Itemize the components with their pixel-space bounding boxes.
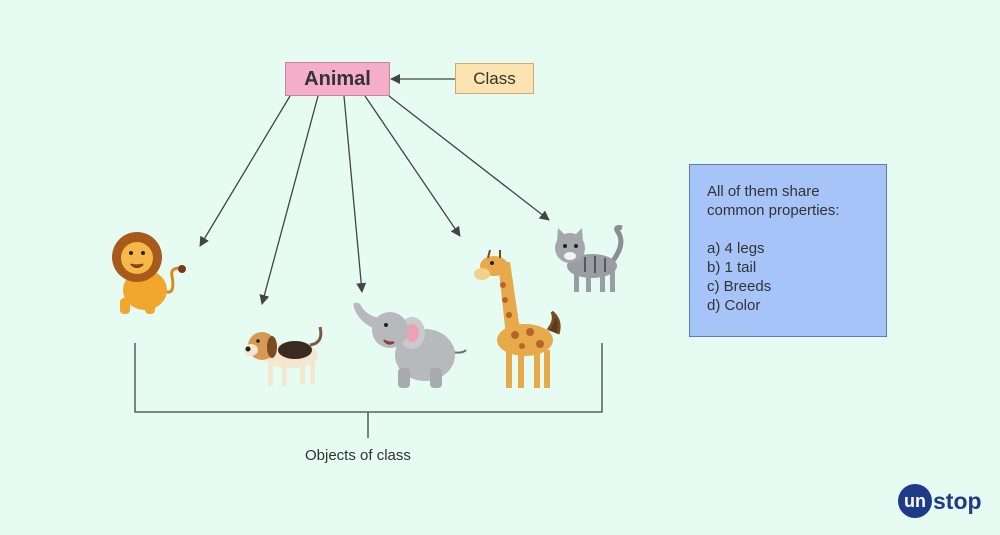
property-color: d) Color — [707, 297, 761, 314]
dog-illustration — [244, 326, 323, 386]
property-breeds: c) Breeds — [707, 278, 772, 295]
objects-bracket — [134, 343, 603, 438]
objects-caption: Objects of class — [305, 447, 411, 464]
cat-illustration — [555, 225, 624, 292]
elephant-illustration — [353, 302, 467, 388]
arrow-to-giraffe — [364, 95, 461, 237]
info-line: All of them share — [707, 183, 820, 200]
animal-class-box: Animal — [285, 62, 390, 96]
brand-logo-text: stop — [933, 487, 982, 514]
brand-logo[interactable]: un stop — [898, 484, 982, 518]
info-line: common properties: — [707, 202, 840, 219]
class-label-box: Class — [455, 63, 534, 94]
giraffe-illustration — [474, 249, 561, 388]
arrow-to-dog — [259, 95, 319, 305]
common-properties-box: All of them share common properties: a) … — [689, 164, 887, 337]
brand-logo-mark: un — [898, 484, 932, 518]
arrow-to-elephant — [343, 95, 367, 293]
arrow-to-lion — [199, 95, 291, 247]
lion-illustration — [112, 232, 186, 314]
info-line-blank — [707, 220, 872, 239]
property-legs: a) 4 legs — [707, 240, 765, 257]
property-tail: b) 1 tail — [707, 259, 757, 276]
arrow-to-cat — [388, 95, 550, 221]
